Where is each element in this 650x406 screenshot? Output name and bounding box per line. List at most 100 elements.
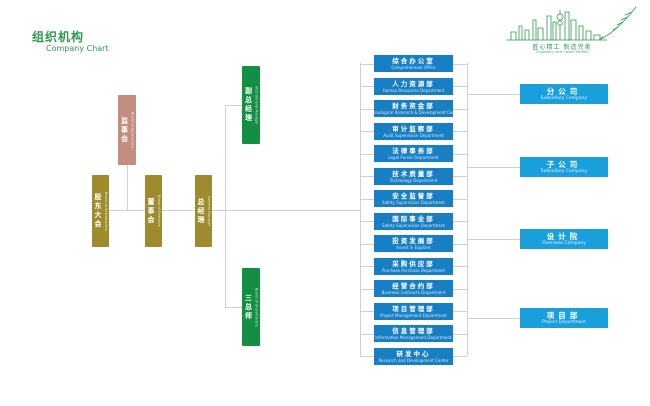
department-box: 安全监督部 Safety Supervision Department	[374, 190, 453, 207]
department-name-en: Human Resources Department	[382, 88, 445, 93]
connector-line	[360, 86, 374, 87]
department-box: 技术质量部 Technology Department	[374, 168, 453, 185]
department-name-cn: 审计监察部	[392, 125, 435, 133]
department-name-cn: 财务资金部	[392, 102, 435, 110]
connector-line	[162, 210, 195, 211]
department-name-en: Project Management Department	[380, 313, 447, 318]
branch-name-en: Overseas Company	[542, 240, 586, 246]
department-box: 国际事业部 Safety Supervision Department	[374, 213, 453, 230]
department-box: 法律事务部 Legal Purser Department	[374, 145, 453, 162]
org-box-label-cn: 总经理	[197, 197, 205, 225]
department-name-cn: 综合办公室	[392, 57, 435, 65]
org-box-supervisors: 监事会 Board of Supervisors	[118, 95, 136, 165]
department-name-en: Safety Supervision Department	[382, 223, 445, 228]
page-title: 组织机构	[32, 30, 85, 44]
department-name-en: Information Management Department	[375, 335, 452, 340]
connector-line	[453, 244, 467, 245]
department-name-cn: 技术质量部	[392, 170, 435, 178]
org-box-vice-general-manager: 副总经理 Vice General Manager	[242, 66, 260, 144]
org-box-shareholders: 股东大会 Board of Shareholders	[92, 175, 109, 247]
connector-line	[127, 165, 128, 210]
connector-line	[453, 221, 467, 222]
connector-line	[360, 266, 374, 267]
connector-line	[360, 334, 374, 335]
branch-name-en: Subsidiary Company	[540, 168, 588, 174]
org-box-directors: 董事会 Board of Directors	[145, 175, 162, 247]
connector-line	[453, 334, 467, 335]
connector-line	[467, 94, 520, 95]
connector-line	[453, 86, 467, 87]
page-subtitle: Company Chart	[46, 44, 109, 53]
branch-box: 子公司 Subsidiary Company	[520, 157, 608, 177]
org-box-label-cn: 监事会	[120, 116, 129, 144]
department-name-cn: 安全监督部	[392, 192, 435, 200]
company-logo: 匠心精工 制造完美 Originality Inch Career Perfec…	[503, 2, 645, 60]
connector-line	[360, 176, 374, 177]
connector-line	[360, 109, 374, 110]
connector-line	[453, 154, 467, 155]
connector-line	[467, 239, 520, 240]
connector-line	[453, 311, 467, 312]
connector-line	[225, 105, 226, 307]
department-name-en: Invest in Equities	[396, 245, 431, 250]
skyline-quill-icon	[506, 6, 637, 41]
department-name-en: Comprehensive Office	[391, 65, 436, 70]
org-box-label-cn: 股东大会	[94, 193, 102, 229]
department-name-cn: 经营合约部	[392, 282, 435, 290]
department-name-cn: 信息管理部	[392, 327, 435, 335]
connector-line	[360, 221, 374, 222]
connector-line	[360, 154, 374, 155]
org-box-label-en: Board of Directors	[157, 195, 161, 227]
connector-line	[360, 131, 374, 132]
connector-line	[453, 131, 467, 132]
department-name-cn: 人力资源部	[392, 80, 435, 88]
connector-line	[212, 210, 360, 211]
connector-trunk-right	[467, 63, 468, 356]
connector-line	[453, 109, 467, 110]
connector-trunk-left	[360, 63, 361, 356]
org-box-label-cn: 董事会	[147, 197, 155, 225]
department-name-en: Safety Supervision Department	[382, 200, 445, 205]
org-box-label-cn: 三总师	[244, 293, 253, 321]
connector-line	[360, 64, 374, 65]
connector-line	[453, 356, 467, 357]
branch-box: 设计院 Overseas Company	[520, 229, 608, 249]
logo-tagline-en: Originality Inch Career Perfect	[535, 50, 589, 54]
department-name-en: Purchase Purchase Department	[381, 268, 446, 273]
department-name-cn: 采购供应部	[392, 260, 435, 268]
department-name-en: Technology Department	[389, 178, 438, 183]
department-box: 财务资金部 Technological Research & Developme…	[367, 100, 460, 117]
connector-line	[453, 199, 467, 200]
connector-line	[453, 176, 467, 177]
branch-name-cn: 子公司	[546, 159, 582, 169]
logo-tagline-cn: 匠心精工 制造完美	[532, 44, 592, 51]
connector-line	[453, 266, 467, 267]
branch-name-cn: 设计院	[546, 231, 582, 241]
department-box: 审计监察部 Audit Supervision Department	[374, 123, 453, 140]
branch-name-en: Subsidiary Company	[540, 95, 588, 101]
department-name-cn: 项目管理部	[392, 305, 435, 313]
org-box-general-manager: 总经理 General Manager	[195, 175, 212, 247]
connector-line	[453, 64, 467, 65]
department-box: 人力资源部 Human Resources Department	[374, 78, 453, 95]
connector-line	[360, 311, 374, 312]
department-name-en: Business Contracts Department	[381, 290, 446, 295]
department-box: 采购供应部 Purchase Purchase Department	[374, 258, 453, 275]
connector-line	[109, 210, 145, 211]
connector-line	[467, 318, 520, 319]
department-box: 项目管理部 Project Management Department	[374, 303, 453, 320]
connector-line	[467, 167, 520, 168]
branch-name-en: Project Department	[541, 319, 587, 325]
org-box-label-en: General Manager	[207, 195, 211, 227]
department-box: 经营合约部 Business Contracts Department	[374, 280, 453, 297]
branch-box: 分公司 Subsidiary Company	[520, 84, 608, 104]
branch-name-cn: 分公司	[546, 86, 582, 96]
department-name-cn: 研发中心	[396, 350, 431, 358]
connector-line	[360, 289, 374, 290]
department-box: 综合办公室 Comprehensive Office	[374, 55, 453, 72]
org-box-label-cn: 副总经理	[244, 87, 253, 123]
department-box: 投资发展部 Invest in Equities	[374, 235, 453, 252]
org-box-label-en: Board of Shareholders	[104, 191, 108, 231]
org-box-label-en: Board of Supervisors	[130, 111, 135, 149]
